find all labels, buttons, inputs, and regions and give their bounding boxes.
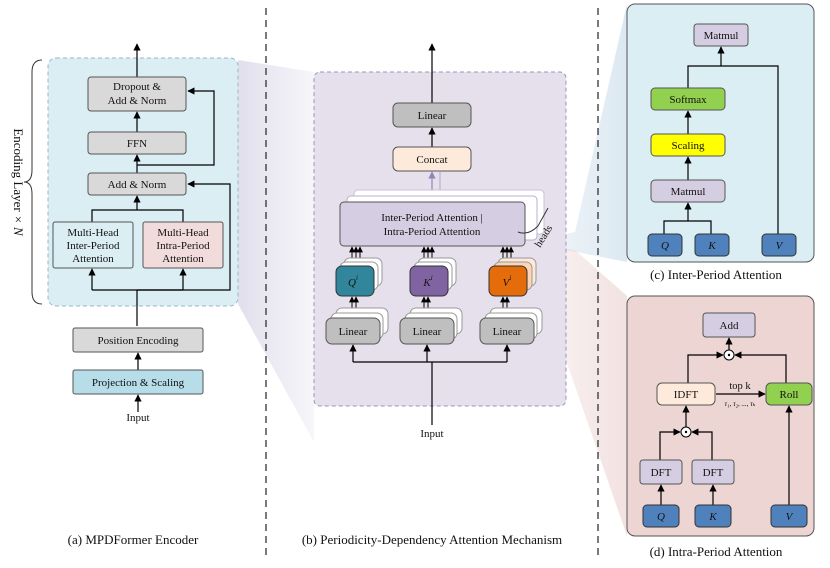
q-head-box (335, 265, 375, 297)
dft-q-label: DFT (651, 467, 672, 479)
projection-scaling-label: Projection & Scaling (92, 377, 185, 389)
linear-q-box (325, 317, 381, 345)
attention-label-2: Intra-Period Attention (384, 226, 481, 238)
intra-period-panel: Add IDFT top k τ₁, τ₂, ..., τₖ Roll DFT … (626, 295, 815, 559)
linear-top-label: Linear (418, 110, 447, 122)
linear-top-box (392, 102, 472, 128)
caption-c: (c) Inter-Period Attention (650, 267, 782, 282)
linear-k-box (399, 317, 455, 345)
v-head-box (488, 265, 528, 297)
scaling-label: Scaling (672, 140, 705, 152)
taus-label: τ₁, τ₂, ..., τₖ (725, 400, 756, 408)
scaling-box (650, 133, 726, 157)
roll-box (765, 382, 813, 406)
softmax-box (650, 87, 726, 111)
mh-inter-label-3: Attention (72, 253, 114, 265)
intra-q-label: Q (657, 511, 665, 523)
idft-label: IDFT (674, 389, 699, 401)
linear-v-label: Linear (493, 326, 522, 338)
mechanism-input-label: Input (420, 428, 443, 440)
linear-k-label: Linear (413, 326, 442, 338)
concat-box (392, 146, 472, 172)
intra-k-box (694, 504, 732, 528)
dft-k-box (691, 459, 735, 485)
matmul-bottom-label: Matmul (671, 186, 706, 198)
matmul-top-label: Matmul (704, 30, 739, 42)
inter-k-label: K (707, 240, 716, 252)
q-head-label: Qi (348, 274, 358, 289)
k-head-box (409, 265, 449, 297)
intra-v-label: V (786, 511, 794, 523)
intra-add-box (702, 312, 756, 338)
add-norm-label-top: Add & Norm (108, 95, 167, 107)
dropout-add-norm-box (87, 76, 187, 112)
encoder-panel: Encoding Layer × N Dropout & Add & Norm … (11, 43, 239, 547)
inter-v-box (761, 233, 797, 257)
intra-k-label: K (708, 511, 717, 523)
roll-label: Roll (780, 389, 799, 401)
mh-intra-label-2: Intra-Period (156, 240, 210, 252)
linear-q-label: Linear (339, 326, 368, 338)
projection-wedge-a (238, 60, 314, 442)
projection-wedge-c (525, 4, 627, 262)
intra-q-box (642, 504, 680, 528)
ffn-label: FFN (127, 138, 147, 150)
inter-period-panel: Matmul Softmax Scaling Matmul Q K V (c) … (626, 3, 815, 282)
inter-q-label: Q (661, 240, 669, 252)
mh-inter-label-1: Multi-Head (67, 227, 119, 239)
encoding-layer-label: Encoding Layer × N (11, 128, 26, 237)
position-encoding-box (72, 327, 204, 353)
encoder-input-label: Input (126, 412, 149, 424)
attention-head-front (339, 201, 526, 247)
matmul-bottom-box (650, 179, 726, 203)
idft-box (656, 382, 716, 406)
caption-d: (d) Intra-Period Attention (650, 544, 783, 559)
ffn-box (87, 131, 187, 155)
linear-v-box (479, 317, 535, 345)
inter-v-label: V (776, 240, 784, 252)
dropout-label: Dropout & (113, 81, 161, 93)
softmax-label: Softmax (669, 94, 707, 106)
intra-v-box (770, 504, 808, 528)
mh-intra-label-1: Multi-Head (157, 227, 209, 239)
projection-scaling-box (72, 369, 204, 395)
matmul-top-box (693, 23, 749, 47)
add-norm-label: Add & Norm (108, 179, 167, 191)
mh-intra-period-box (142, 221, 224, 269)
mh-inter-label-2: Inter-Period (67, 240, 120, 252)
intra-add-label: Add (720, 320, 739, 332)
inter-k-box (694, 233, 730, 257)
dft-k-label: DFT (703, 467, 724, 479)
dft-q-box (639, 459, 683, 485)
caption-a: (a) MPDFormer Encoder (68, 532, 199, 547)
topk-label: top k (729, 381, 751, 392)
mechanism-panel: Linear Concat Inter-Period Attention | I… (302, 43, 567, 547)
encoding-layer-brace (23, 59, 43, 305)
attention-label-1: Inter-Period Attention | (381, 212, 483, 224)
inter-q-box (647, 233, 683, 257)
mh-intra-label-3: Attention (162, 253, 204, 265)
caption-b: (b) Periodicity-Dependency Attention Mec… (302, 532, 562, 547)
k-head-label: Ki (422, 274, 432, 289)
v-head-label: Vi (503, 274, 512, 289)
concat-label: Concat (416, 154, 447, 166)
add-norm-box (87, 172, 187, 196)
position-encoding-label: Position Encoding (98, 335, 179, 347)
mh-inter-period-box (52, 221, 134, 269)
